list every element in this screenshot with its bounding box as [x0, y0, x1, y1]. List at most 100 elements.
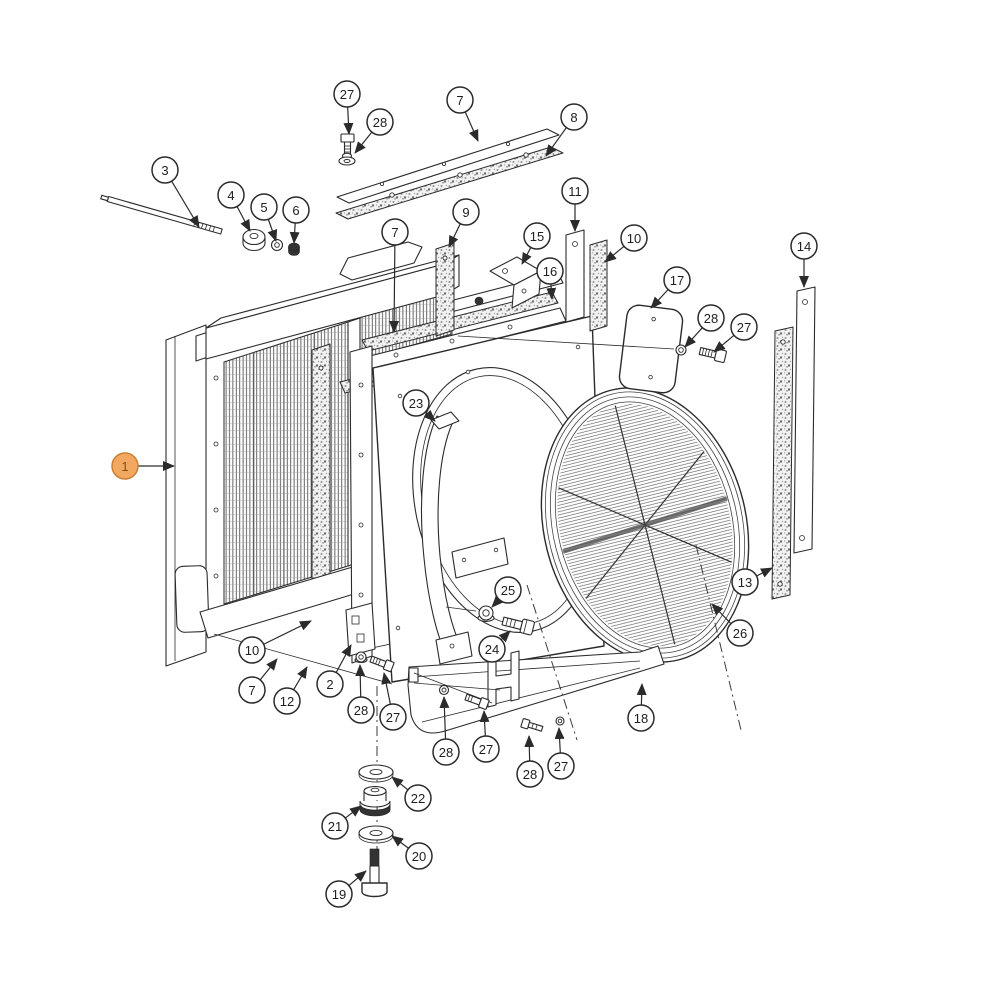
callout-17[interactable]: 17 [650, 266, 691, 309]
callout-circle[interactable] [379, 703, 407, 731]
callout-circle[interactable] [366, 108, 394, 136]
callout-circle[interactable] [472, 735, 500, 763]
callout-leader-arrow [479, 710, 490, 737]
callout-circle[interactable] [333, 80, 361, 108]
callout-28[interactable]: 28 [516, 735, 544, 788]
callout-23[interactable]: 23 [402, 389, 436, 422]
callout-leader-arrow [343, 106, 354, 135]
callout-27[interactable]: 27 [333, 80, 361, 135]
callout-25[interactable]: 25 [491, 576, 522, 608]
callout-28[interactable]: 28 [432, 696, 460, 766]
callout-circle[interactable] [620, 224, 648, 252]
callout-leader-arrow [604, 245, 625, 263]
callout-21[interactable]: 21 [321, 805, 362, 840]
callout-circle[interactable] [478, 635, 506, 663]
callout-19[interactable]: 19 [325, 870, 367, 908]
fan-guard-seam [562, 496, 728, 554]
callout-7[interactable]: 7 [381, 218, 409, 333]
callout-circle[interactable] [238, 676, 266, 704]
bracket-nut [474, 296, 484, 306]
callout-circle[interactable] [282, 196, 310, 224]
washer-icon [270, 238, 284, 252]
callout-circle[interactable] [516, 760, 544, 788]
callout-circle[interactable] [731, 568, 759, 596]
callout-circle[interactable] [523, 222, 551, 250]
callout-28[interactable]: 28 [354, 108, 394, 154]
right-strips [771, 286, 816, 600]
callout-circle[interactable] [273, 687, 301, 715]
callout-circle[interactable] [217, 181, 245, 209]
callout-circle[interactable] [405, 842, 433, 870]
callout-circle[interactable] [250, 193, 278, 221]
callout-circle[interactable] [316, 670, 344, 698]
hardware [100, 133, 727, 898]
callout-26[interactable]: 26 [711, 603, 754, 647]
callout-number: 27 [554, 759, 568, 774]
callout-leader-arrow [448, 223, 461, 248]
callout-leader-arrow [636, 683, 647, 706]
callout-10[interactable]: 10 [238, 620, 312, 664]
callout-22[interactable]: 22 [391, 776, 432, 812]
washer-icon [338, 152, 356, 166]
callout-14[interactable]: 14 [790, 232, 818, 288]
callout-circle[interactable] [381, 218, 409, 246]
callout-circle[interactable] [452, 198, 480, 226]
callout-leader-arrow [684, 327, 703, 348]
callout-circle[interactable] [730, 313, 758, 341]
callout-16[interactable]: 16 [536, 257, 564, 300]
callout-circle[interactable] [402, 389, 430, 417]
callout-9[interactable]: 9 [448, 198, 480, 248]
callout-circle[interactable] [404, 784, 432, 812]
callout-circle[interactable] [321, 812, 349, 840]
callout-circle[interactable] [790, 232, 818, 260]
callout-3[interactable]: 3 [151, 156, 200, 228]
callout-circle[interactable] [432, 738, 460, 766]
callout-27[interactable]: 27 [713, 313, 758, 353]
callout-7[interactable]: 7 [446, 86, 479, 142]
callout-12[interactable]: 12 [273, 666, 308, 715]
callout-11[interactable]: 11 [561, 177, 589, 232]
deflector-channel-bracket [487, 650, 520, 708]
callout-number: 10 [245, 643, 259, 658]
callout-circle[interactable] [697, 304, 725, 332]
callout-7[interactable]: 7 [238, 658, 278, 704]
callout-circle[interactable] [663, 266, 691, 294]
callout-27[interactable]: 27 [472, 710, 500, 763]
callout-28[interactable]: 28 [347, 664, 375, 724]
callout-18[interactable]: 18 [627, 683, 655, 732]
callout-2[interactable]: 2 [316, 644, 352, 698]
callout-20[interactable]: 20 [391, 835, 433, 870]
callout-leader-arrow [498, 630, 511, 643]
callout-circle[interactable] [446, 86, 474, 114]
callout-28[interactable]: 28 [684, 304, 725, 348]
callout-circle[interactable] [151, 156, 179, 184]
callout-10[interactable]: 10 [604, 224, 648, 263]
callout-5[interactable]: 5 [250, 193, 278, 242]
callout-1-highlighted[interactable]: 1 [111, 452, 175, 480]
callout-24[interactable]: 24 [478, 630, 511, 663]
callout-circle[interactable] [560, 103, 588, 131]
callout-circle[interactable] [536, 257, 564, 285]
callout-circle[interactable] [561, 177, 589, 205]
callout-leader-arrow [521, 247, 532, 265]
callout-circle[interactable] [494, 576, 522, 604]
callout-6[interactable]: 6 [282, 196, 310, 244]
callout-circle[interactable] [111, 452, 139, 480]
callout-27[interactable]: 27 [547, 727, 575, 780]
callout-15[interactable]: 15 [521, 222, 551, 265]
callout-leader-arrow [259, 658, 278, 681]
callout-leader-arrow [381, 672, 392, 705]
callout-13[interactable]: 13 [731, 567, 773, 596]
callout-circle[interactable] [325, 880, 353, 908]
callout-circle[interactable] [726, 619, 754, 647]
callout-leader-arrow [491, 595, 504, 608]
callout-number: 7 [248, 683, 255, 698]
callout-4[interactable]: 4 [217, 181, 251, 232]
callout-circle[interactable] [627, 704, 655, 732]
callout-27[interactable]: 27 [379, 672, 407, 731]
callout-8[interactable]: 8 [545, 103, 588, 157]
callout-circle[interactable] [547, 752, 575, 780]
callout-circle[interactable] [347, 696, 375, 724]
callout-number: 23 [409, 396, 423, 411]
callout-circle[interactable] [238, 636, 266, 664]
